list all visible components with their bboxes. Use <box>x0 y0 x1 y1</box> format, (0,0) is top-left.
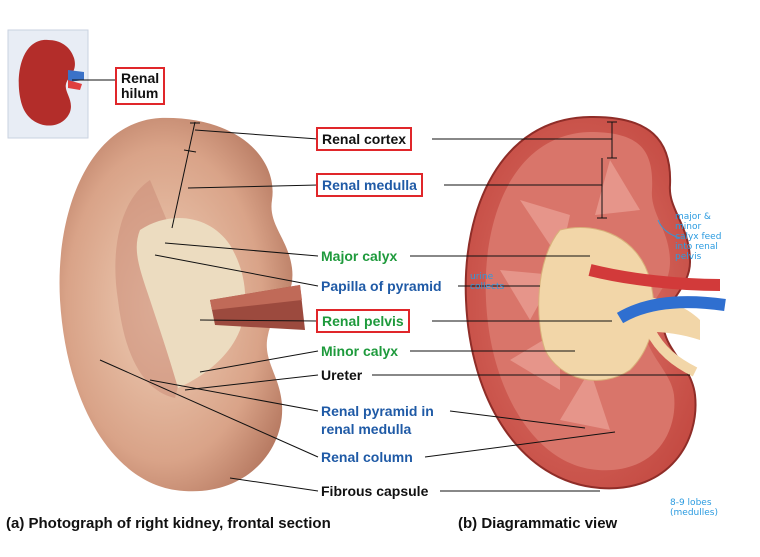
hand-calyx-line1: major & <box>675 212 721 222</box>
hand-lobes-line1: 8-9 lobes <box>670 498 718 508</box>
label-fibrous-capsule: Fibrous capsule <box>321 483 428 499</box>
diagram-kidney <box>466 117 725 488</box>
handwritten-urine-collects: urine collects <box>470 272 504 292</box>
hand-calyx-line5: pelvis <box>675 252 721 262</box>
label-renal-pyramid-line2: renal medulla <box>321 420 434 438</box>
label-renal-pyramid-line1: Renal pyramid in <box>321 402 434 420</box>
caption-b-text: Diagrammatic view <box>481 515 617 532</box>
label-papilla-of-pyramid: Papilla of pyramid <box>321 278 442 294</box>
label-renal-pyramid: Renal pyramid in renal medulla <box>321 402 434 438</box>
label-renal-cortex: Renal cortex <box>316 127 412 151</box>
label-renal-hilum-line2: hilum <box>121 86 159 101</box>
label-renal-hilum: Renal hilum <box>115 67 165 105</box>
thumbnail-kidney <box>8 30 88 138</box>
hand-calyx-line4: into renal <box>675 242 721 252</box>
label-renal-medulla: Renal medulla <box>316 173 423 197</box>
label-major-calyx: Major calyx <box>321 248 397 264</box>
hand-urine-line2: collects <box>470 282 504 292</box>
caption-a-tag: (a) <box>6 515 24 532</box>
handwritten-calyx-note: major & minor calyx feed into renal pelv… <box>675 212 721 262</box>
label-renal-hilum-line1: Renal <box>121 71 159 86</box>
hand-lobes-line2: (medulles) <box>670 508 718 518</box>
caption-b-tag: (b) <box>458 515 477 532</box>
caption-a-text: Photograph of right kidney, frontal sect… <box>29 515 331 532</box>
hand-calyx-line3: calyx feed <box>675 232 721 242</box>
label-ureter: Ureter <box>321 367 362 383</box>
label-minor-calyx: Minor calyx <box>321 343 398 359</box>
hand-calyx-line2: minor <box>675 222 721 232</box>
leader-capsule-left <box>230 478 318 491</box>
label-renal-pelvis: Renal pelvis <box>316 309 410 333</box>
caption-b: (b) Diagrammatic view <box>458 515 617 532</box>
handwritten-lobes-note: 8-9 lobes (medulles) <box>670 498 718 518</box>
hand-urine-line1: urine <box>470 272 504 282</box>
caption-a: (a) Photograph of right kidney, frontal … <box>6 515 331 532</box>
label-renal-column: Renal column <box>321 449 413 465</box>
